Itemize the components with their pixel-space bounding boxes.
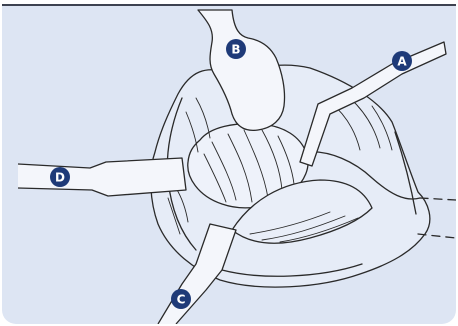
- svg-text:B: B: [231, 43, 240, 57]
- label-marker-d: D: [50, 167, 70, 187]
- label-marker-b: B: [226, 39, 246, 59]
- surgical-illustration: A B C D: [2, 6, 456, 324]
- svg-text:C: C: [177, 293, 186, 307]
- svg-text:A: A: [397, 55, 407, 69]
- figure-panel: A B C D: [2, 4, 456, 324]
- label-marker-a: A: [392, 51, 412, 71]
- svg-text:D: D: [55, 171, 65, 185]
- dashed-guide-upper: [420, 198, 456, 200]
- retractor-d: [18, 158, 186, 196]
- label-marker-c: C: [171, 289, 191, 309]
